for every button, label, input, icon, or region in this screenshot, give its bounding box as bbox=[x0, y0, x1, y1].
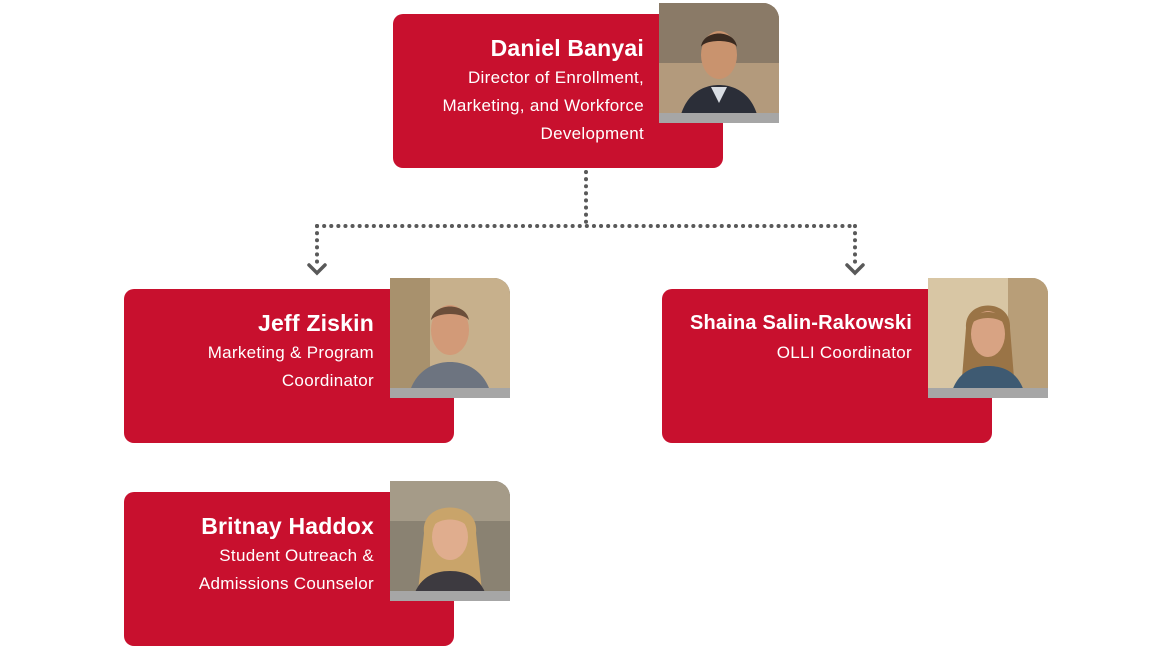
director-name: Daniel Banyai bbox=[490, 35, 644, 61]
staff-photo-bar-shaina bbox=[928, 388, 1048, 398]
staff-title-britnay: Student Outreach & Admissions Counselor bbox=[198, 546, 374, 593]
director-photo-bar bbox=[659, 113, 779, 123]
person-avatar-icon bbox=[659, 3, 779, 123]
staff-text-britnay: Britnay Haddox Student Outreach & Admiss… bbox=[124, 512, 374, 598]
person-avatar-icon bbox=[928, 278, 1048, 398]
director-text: Daniel Banyai Director of Enrollment, Ma… bbox=[393, 34, 644, 148]
director-card: Daniel Banyai Director of Enrollment, Ma… bbox=[393, 14, 723, 168]
staff-photo-bar-jeff bbox=[390, 388, 510, 398]
arrowhead-left bbox=[307, 263, 327, 276]
director-photo bbox=[659, 3, 779, 123]
person-avatar-icon bbox=[390, 481, 510, 601]
staff-photo-shaina bbox=[928, 278, 1048, 398]
staff-photo-britnay bbox=[390, 481, 510, 601]
person-avatar-icon bbox=[390, 278, 510, 398]
staff-name-jeff: Jeff Ziskin bbox=[258, 310, 374, 336]
staff-title-jeff: Marketing & Program Coordinator bbox=[207, 343, 374, 390]
staff-name-britnay: Britnay Haddox bbox=[201, 513, 374, 539]
director-title: Director of Enrollment, Marketing, and W… bbox=[442, 68, 644, 143]
staff-text-jeff: Jeff Ziskin Marketing & Program Coordina… bbox=[124, 309, 374, 395]
staff-text-shaina: Shaina Salin-Rakowski OLLI Coordinator bbox=[662, 309, 912, 367]
staff-name-shaina: Shaina Salin-Rakowski bbox=[689, 312, 912, 334]
staff-photo-bar-britnay bbox=[390, 591, 510, 601]
arrowhead-right bbox=[845, 263, 865, 276]
staff-title-shaina: OLLI Coordinator bbox=[776, 343, 912, 362]
staff-photo-jeff bbox=[390, 278, 510, 398]
